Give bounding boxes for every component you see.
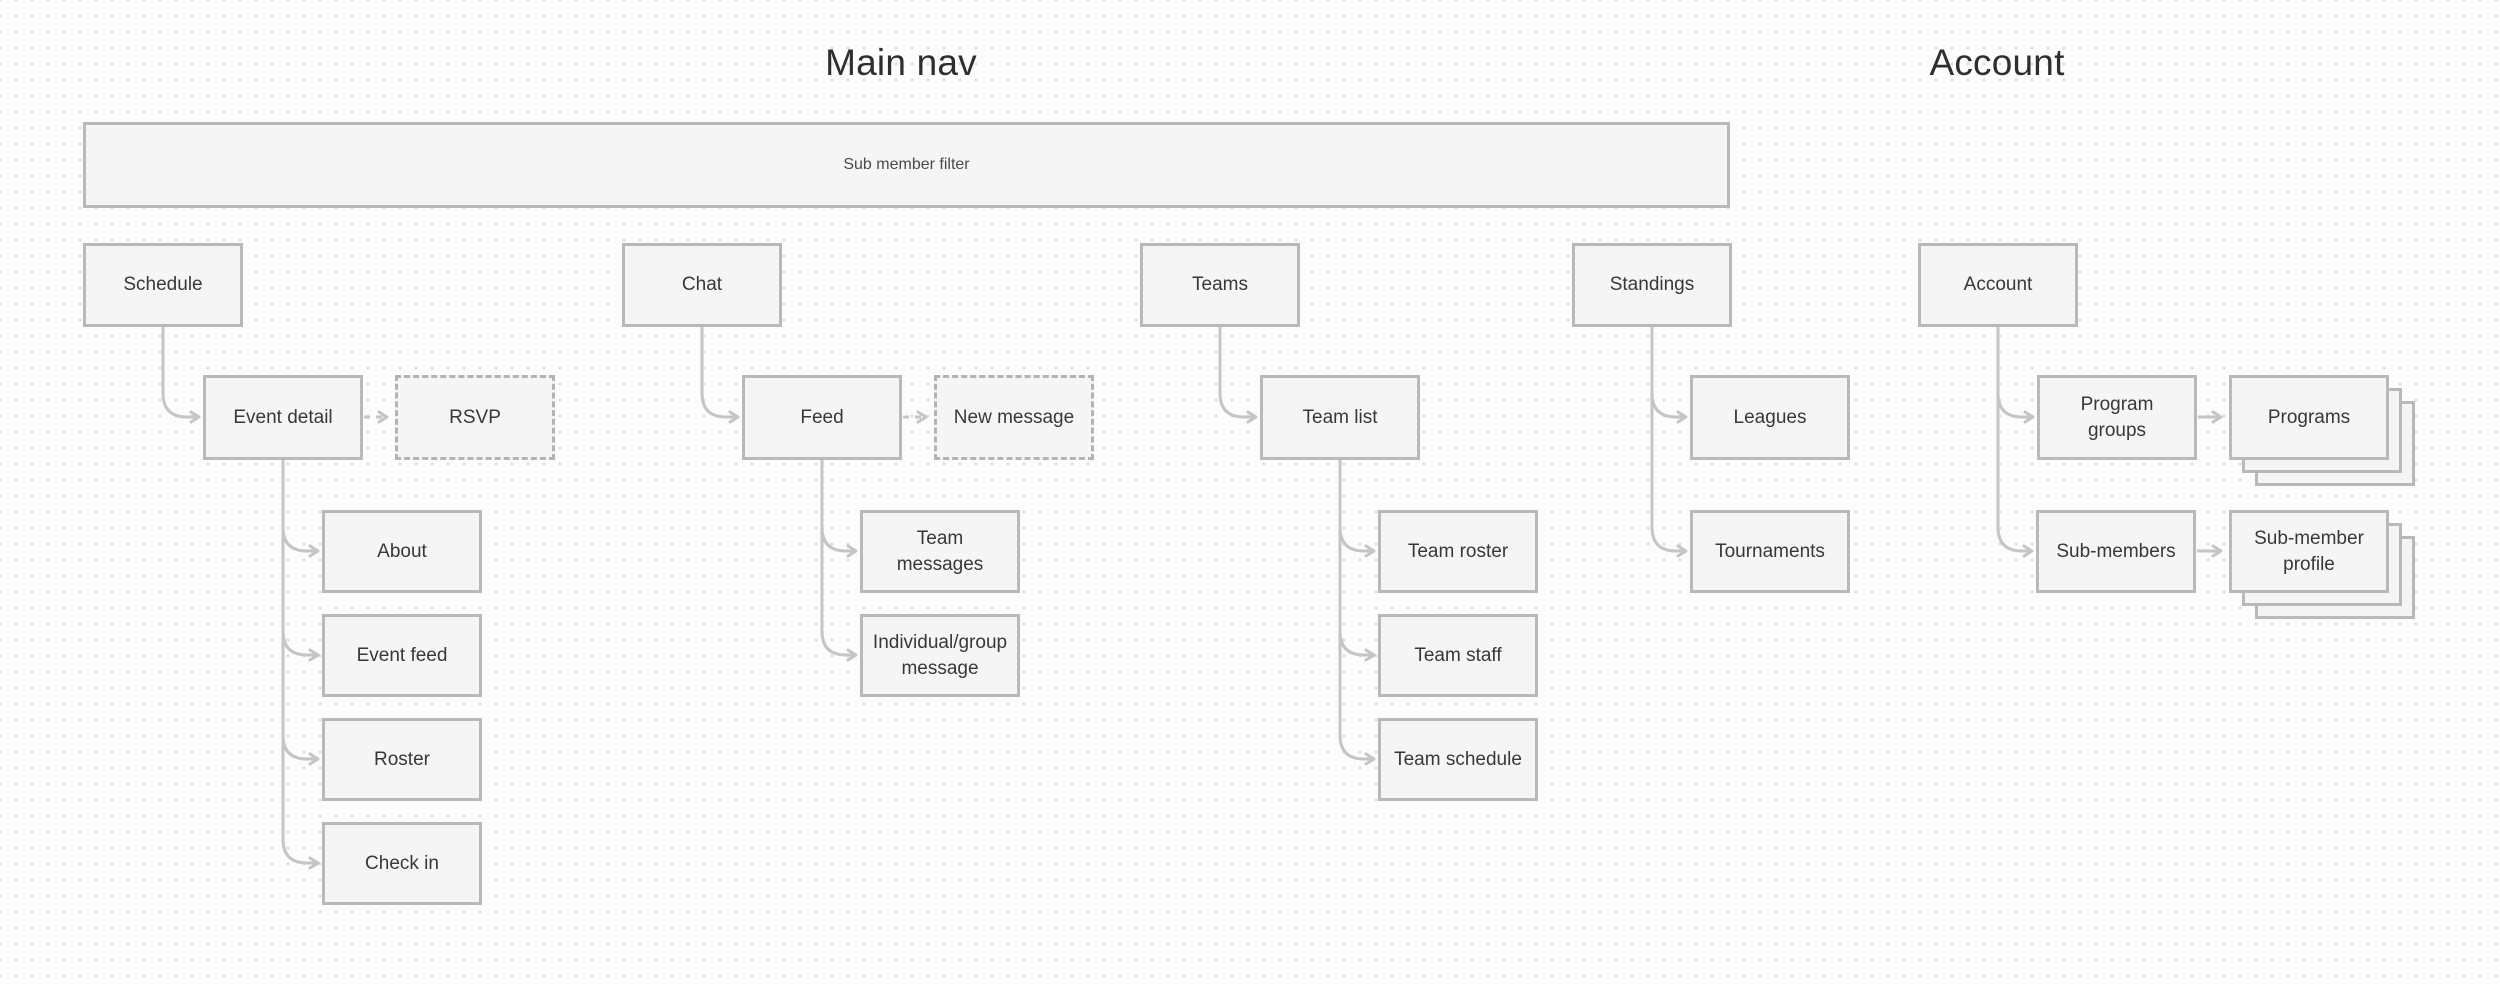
- node-new-message[interactable]: New message: [934, 375, 1094, 460]
- node-sub-member-filter[interactable]: Sub member filter: [83, 122, 1730, 208]
- section-title-account[interactable]: Account: [1929, 42, 2065, 83]
- node-feed[interactable]: Feed: [742, 375, 902, 460]
- node-check-in[interactable]: Check in: [322, 822, 482, 905]
- node-label: Team list: [1302, 406, 1378, 428]
- node-team-messages[interactable]: Team messages: [860, 510, 1020, 593]
- node-label: Team schedule: [1394, 748, 1522, 770]
- node-leagues[interactable]: Leagues: [1690, 375, 1850, 460]
- node-schedule[interactable]: Schedule: [83, 243, 243, 327]
- node-about[interactable]: About: [322, 510, 482, 593]
- node-label: Sub-members: [2056, 540, 2176, 562]
- node-team-schedule[interactable]: Team schedule: [1378, 718, 1538, 801]
- node-team-roster[interactable]: Team roster: [1378, 510, 1538, 593]
- node-chat[interactable]: Chat: [622, 243, 782, 327]
- node-label: About: [377, 540, 427, 562]
- node-team-staff[interactable]: Team staff: [1378, 614, 1538, 697]
- node-programs[interactable]: Programs: [2229, 375, 2415, 486]
- node-label: Team roster: [1407, 540, 1509, 562]
- node-label: RSVP: [449, 406, 501, 428]
- node-sub-members[interactable]: Sub-members: [2036, 510, 2196, 593]
- node-label: Programs: [2267, 406, 2351, 428]
- node-label: Team staff: [1414, 644, 1502, 666]
- node-label: Feed: [800, 406, 844, 428]
- node-label: Sub-member profile: [2254, 527, 2364, 575]
- node-label: Individual/group message: [872, 631, 1008, 679]
- node-teams[interactable]: Teams: [1140, 243, 1300, 327]
- node-label: Roster: [374, 748, 430, 770]
- node-event-detail[interactable]: Event detail: [203, 375, 363, 460]
- node-label: Account: [1963, 274, 2033, 296]
- node-roster[interactable]: Roster: [322, 718, 482, 801]
- node-account[interactable]: Account: [1918, 243, 2078, 327]
- node-label: Program groups: [2080, 393, 2154, 441]
- node-label: Sub member filter: [843, 156, 970, 174]
- node-label: Team messages: [896, 527, 984, 575]
- node-individual-group-message[interactable]: Individual/group message: [860, 614, 1020, 697]
- node-tournaments[interactable]: Tournaments: [1690, 510, 1850, 593]
- node-label: Leagues: [1733, 406, 1807, 428]
- stacked-card-front: Sub-member profile: [2229, 510, 2389, 593]
- node-label: Event detail: [233, 406, 333, 428]
- node-label: Chat: [681, 274, 723, 296]
- node-team-list[interactable]: Team list: [1260, 375, 1420, 460]
- node-standings[interactable]: Standings: [1572, 243, 1732, 327]
- stacked-card-front: Programs: [2229, 375, 2389, 460]
- section-title-main-nav[interactable]: Main nav: [825, 42, 977, 83]
- node-label: New message: [953, 406, 1075, 428]
- node-sub-member-profile[interactable]: Sub-member profile: [2229, 510, 2415, 619]
- node-label: Standings: [1609, 274, 1695, 296]
- node-label: Event feed: [356, 644, 448, 666]
- node-label: Check in: [365, 852, 439, 874]
- node-program-groups[interactable]: Program groups: [2037, 375, 2197, 460]
- node-label: Teams: [1192, 274, 1248, 296]
- node-rsvp[interactable]: RSVP: [395, 375, 555, 460]
- node-label: Schedule: [123, 274, 203, 296]
- node-event-feed[interactable]: Event feed: [322, 614, 482, 697]
- node-label: Tournaments: [1715, 540, 1825, 562]
